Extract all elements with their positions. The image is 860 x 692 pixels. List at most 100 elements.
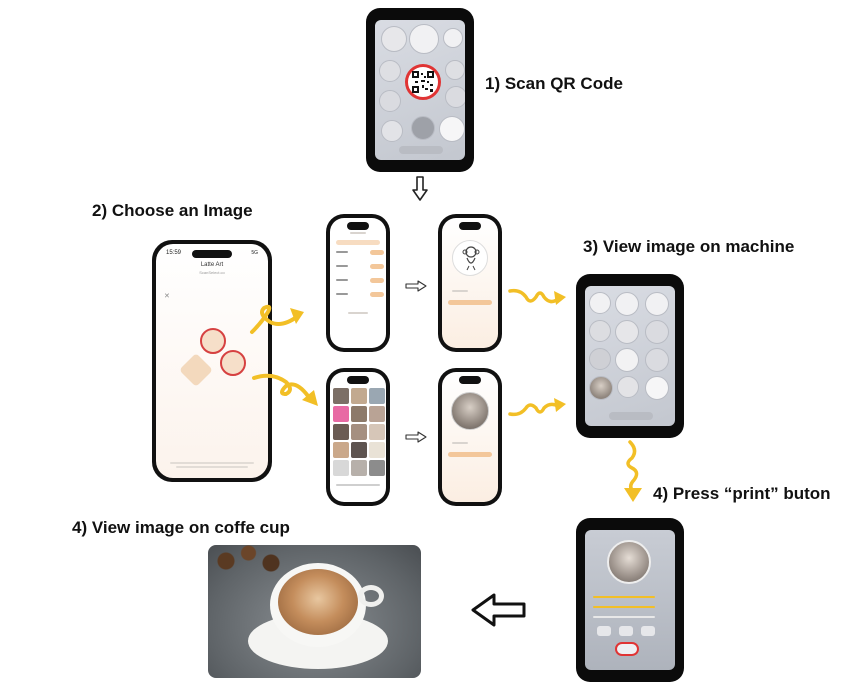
thumbnail [589,320,611,342]
portrait-preview-phone [438,368,502,506]
app-subtitle: ScanSelect.co [199,270,225,275]
step-4-cup-label: 4) View image on coffe cup [72,518,290,537]
qr-code-scan-area[interactable] [405,64,441,100]
list-item [336,251,348,253]
thumbnail [615,320,639,344]
step-2-label: 2) Choose an Image [92,201,253,220]
yellow-swirl-arrow-icon [252,373,318,406]
close-icon[interactable]: ✕ [164,293,170,300]
photo-gallery-screen [330,372,386,502]
select-button[interactable] [370,278,384,283]
yellow-swirl-arrow-icon [624,440,642,502]
app-home-screen: 15:59 5G Latte Art ScanSelect.co ✕ [156,244,268,478]
confirm-button[interactable] [448,300,492,305]
status-time: 15:59 [166,250,182,256]
thumbnail [381,120,403,142]
thumbnail [445,86,465,108]
logo-thumbnail [439,116,465,142]
gallery-photo[interactable] [333,424,349,440]
confirm-button[interactable] [448,452,492,457]
happy-birthday-thumbnail [409,24,439,54]
latte-art-portrait [278,569,358,635]
gallery-photo[interactable] [333,406,349,422]
cup-handle [358,585,384,607]
status-network: 5G [251,250,258,256]
thumbnail [589,348,611,370]
thumbnail [645,320,669,344]
option-text [452,442,468,444]
dynamic-island [346,222,370,230]
disclaimer-text [176,466,248,468]
list-item [336,265,348,267]
yellow-swirl-arrow-icon [508,398,566,417]
happy-birthday-thumbnail [615,292,639,316]
tab-bar [336,240,380,245]
portrait-preview-image [451,392,489,430]
portrait-thumbnail [411,116,435,140]
right-arrow-icon [405,431,427,443]
gallery-photo[interactable] [369,460,385,476]
choose-photo-button[interactable] [220,350,246,376]
thumbnail [445,60,465,80]
setting-slider[interactable] [593,616,655,618]
print-button[interactable] [615,642,639,656]
left-arrow-icon [471,593,526,627]
thumbnail [589,292,611,314]
latte-cup-photo [208,545,421,678]
monkey-preview-phone [438,214,502,352]
list-item [336,279,348,281]
gallery-photo[interactable] [369,388,385,404]
dynamic-island [458,222,482,230]
step-1-label: 1) Scan QR Code [485,74,623,93]
option-button[interactable] [619,626,633,636]
gallery-photo[interactable] [369,424,385,440]
gallery-photo[interactable] [369,442,385,458]
select-button[interactable] [370,292,384,297]
design-list-screen [330,218,386,348]
sun-thumbnail [615,348,639,372]
edit-button[interactable] [179,353,213,387]
monkey-icon [462,246,480,271]
machine-gallery-tablet [576,274,684,438]
dog-thumbnail [379,90,401,112]
yellow-swirl-arrow-icon [250,304,304,334]
monkey-preview-image [452,240,488,276]
dynamic-island [191,250,233,258]
disclaimer-text [170,462,254,464]
gallery-photo[interactable] [333,442,349,458]
gallery-photo[interactable] [351,442,367,458]
yellow-swirl-arrow-icon [508,288,566,305]
dynamic-island [346,376,370,384]
gallery-photo[interactable] [369,406,385,422]
thumbnail [645,348,669,372]
gallery-photo[interactable] [333,388,349,404]
setting-slider[interactable] [593,606,655,608]
gallery-photo[interactable] [351,406,367,422]
gallery-photo[interactable] [351,388,367,404]
gallery-photo[interactable] [351,424,367,440]
select-button[interactable] [370,250,384,255]
option-button[interactable] [641,626,655,636]
down-arrow-icon [412,176,428,201]
option-button[interactable] [597,626,611,636]
machine-qr-tablet [366,8,474,172]
select-button[interactable] [370,264,384,269]
list-footer [348,312,368,314]
dynamic-island [458,376,482,384]
gallery-photo[interactable] [351,460,367,476]
monkey-thumbnail [381,26,407,52]
boat-thumbnail [443,28,463,48]
choose-gallery-button[interactable] [200,328,226,354]
thumbnail [379,60,401,82]
toolbar-buttons [399,146,443,154]
machine-print-screen [585,530,675,670]
selected-portrait-image [607,540,651,584]
photo-gallery-phone [326,368,390,506]
option-text [452,290,468,292]
machine-print-tablet [576,518,684,682]
portrait-preview-screen [442,372,498,502]
list-item [336,293,348,295]
gallery-photo[interactable] [333,460,349,476]
setting-slider[interactable] [593,596,655,598]
boat-thumbnail [645,292,669,316]
